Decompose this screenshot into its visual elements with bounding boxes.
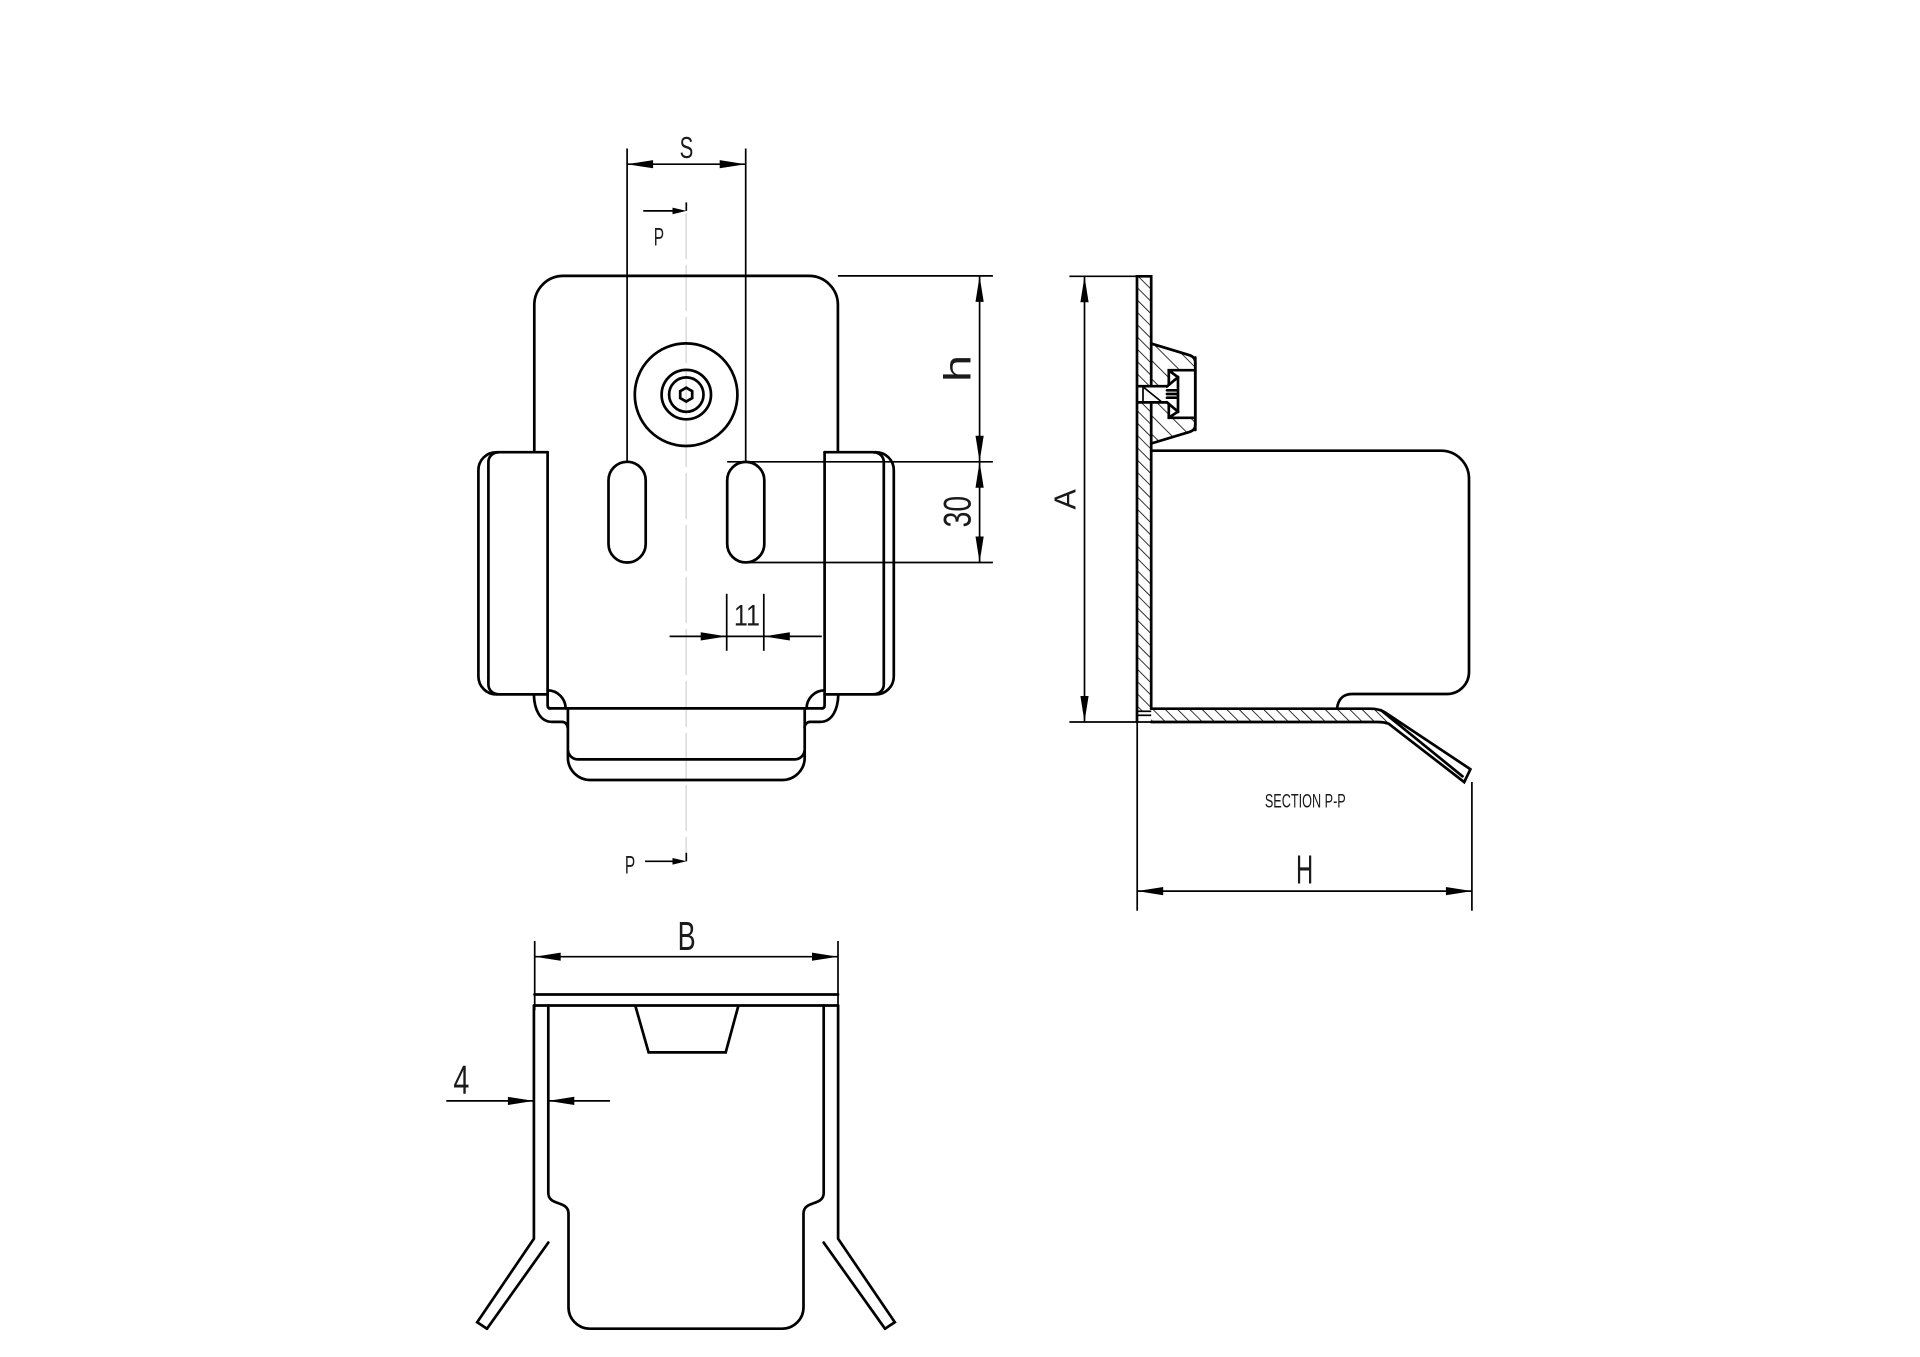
svg-text:30: 30 bbox=[936, 496, 980, 527]
svg-text:A: A bbox=[1049, 488, 1083, 509]
svg-text:H: H bbox=[1296, 848, 1313, 893]
svg-text:P: P bbox=[625, 852, 635, 880]
svg-text:4: 4 bbox=[453, 1058, 469, 1103]
svg-text:S: S bbox=[680, 129, 694, 164]
svg-text:SECTION P-P: SECTION P-P bbox=[1265, 790, 1346, 813]
svg-text:P: P bbox=[654, 224, 664, 252]
svg-text:B: B bbox=[678, 914, 696, 959]
svg-text:h: h bbox=[936, 355, 979, 382]
svg-text:11: 11 bbox=[734, 599, 760, 633]
